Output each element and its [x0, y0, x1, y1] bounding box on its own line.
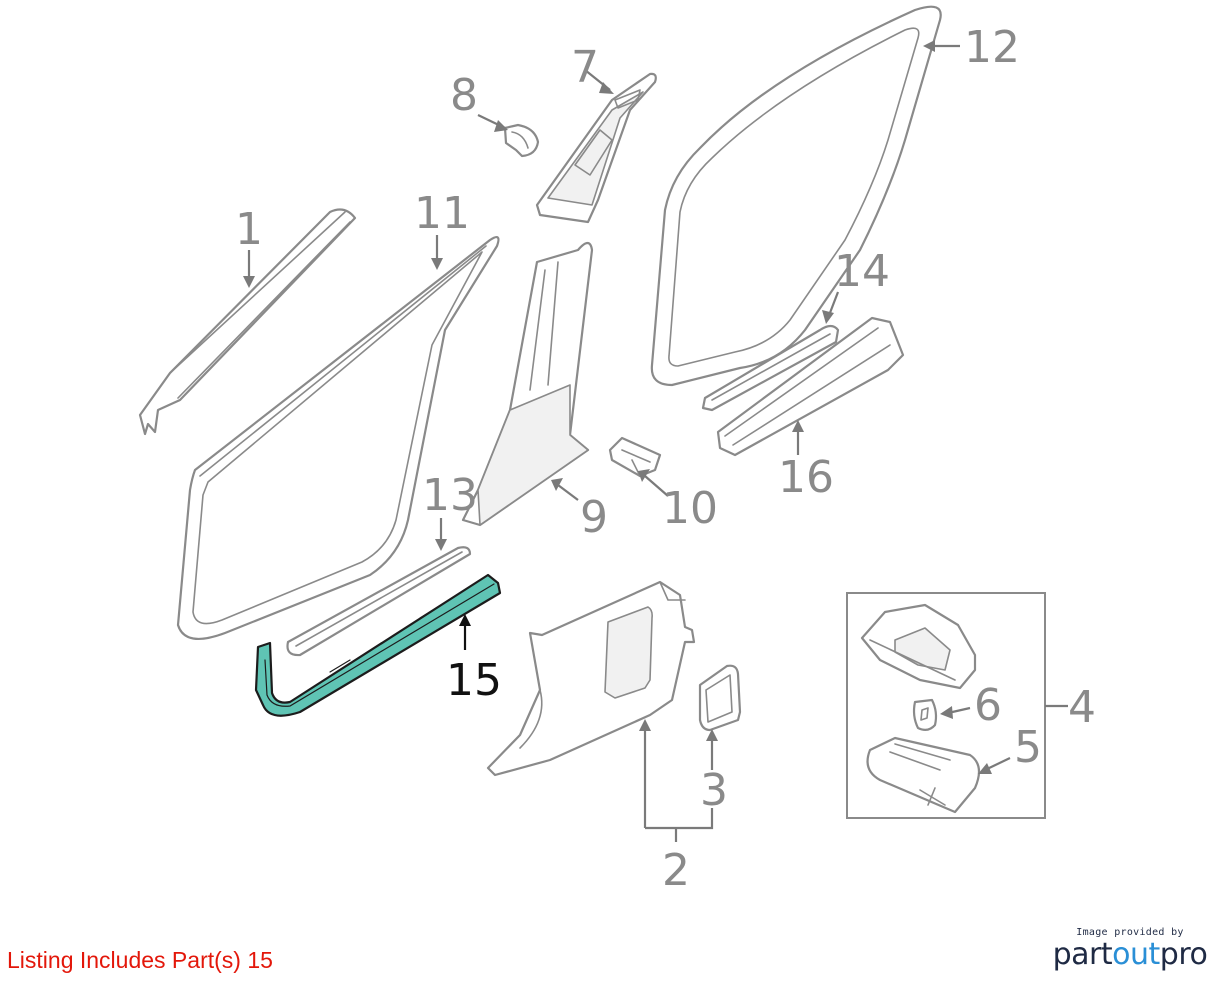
- callout-1: 1: [235, 204, 263, 255]
- part-4-lamp-housing: [860, 603, 977, 690]
- part-7-pillar-trim: [535, 72, 657, 224]
- brand-pro: pro: [1159, 937, 1208, 972]
- callout-15: 15: [446, 655, 502, 706]
- brand-out: out: [1112, 937, 1160, 972]
- partoutpro-logo: partoutpro: [1050, 938, 1210, 972]
- callout-3: 3: [700, 765, 728, 816]
- callout-16: 16: [778, 452, 834, 503]
- part-13-scuff-plate: [286, 546, 472, 657]
- callout-2: 2: [662, 845, 690, 896]
- part-5-lamp-lens: [866, 736, 981, 814]
- part-12-weatherstrip: [650, 5, 942, 387]
- callout-7: 7: [571, 42, 599, 93]
- part-6-bulb: [912, 698, 938, 732]
- callout-9: 9: [580, 492, 608, 543]
- callout-14: 14: [834, 246, 890, 297]
- part-8-clip: [503, 123, 540, 158]
- callout-8: 8: [450, 70, 478, 121]
- leader-lines: [243, 40, 1068, 842]
- part-14-scuff-plate: [701, 324, 840, 412]
- listing-includes-text: Listing Includes Part(s) 15: [7, 947, 273, 973]
- part-3-cover: [698, 664, 742, 732]
- credit-caption: Image provided by: [1076, 927, 1184, 938]
- part-16-sill-trim: [716, 316, 905, 457]
- callout-6: 6: [974, 680, 1002, 731]
- callout-11: 11: [414, 188, 470, 239]
- brand-part: part: [1052, 937, 1113, 972]
- callout-4: 4: [1068, 682, 1096, 733]
- callout-12: 12: [964, 22, 1020, 73]
- callout-5: 5: [1014, 722, 1042, 773]
- part-10-clip: [608, 436, 662, 478]
- part-2-quarter-trim: [486, 580, 696, 777]
- callout-13: 13: [422, 470, 478, 521]
- image-credit: Image provided by partoutpro: [1050, 927, 1210, 972]
- part-9-pillar-trim: [461, 241, 594, 527]
- part-1-garnish: [138, 208, 357, 436]
- part-11-weatherstrip: [176, 236, 500, 641]
- callout-10: 10: [662, 483, 718, 534]
- part-15-sill-weatherstrip: [254, 573, 502, 717]
